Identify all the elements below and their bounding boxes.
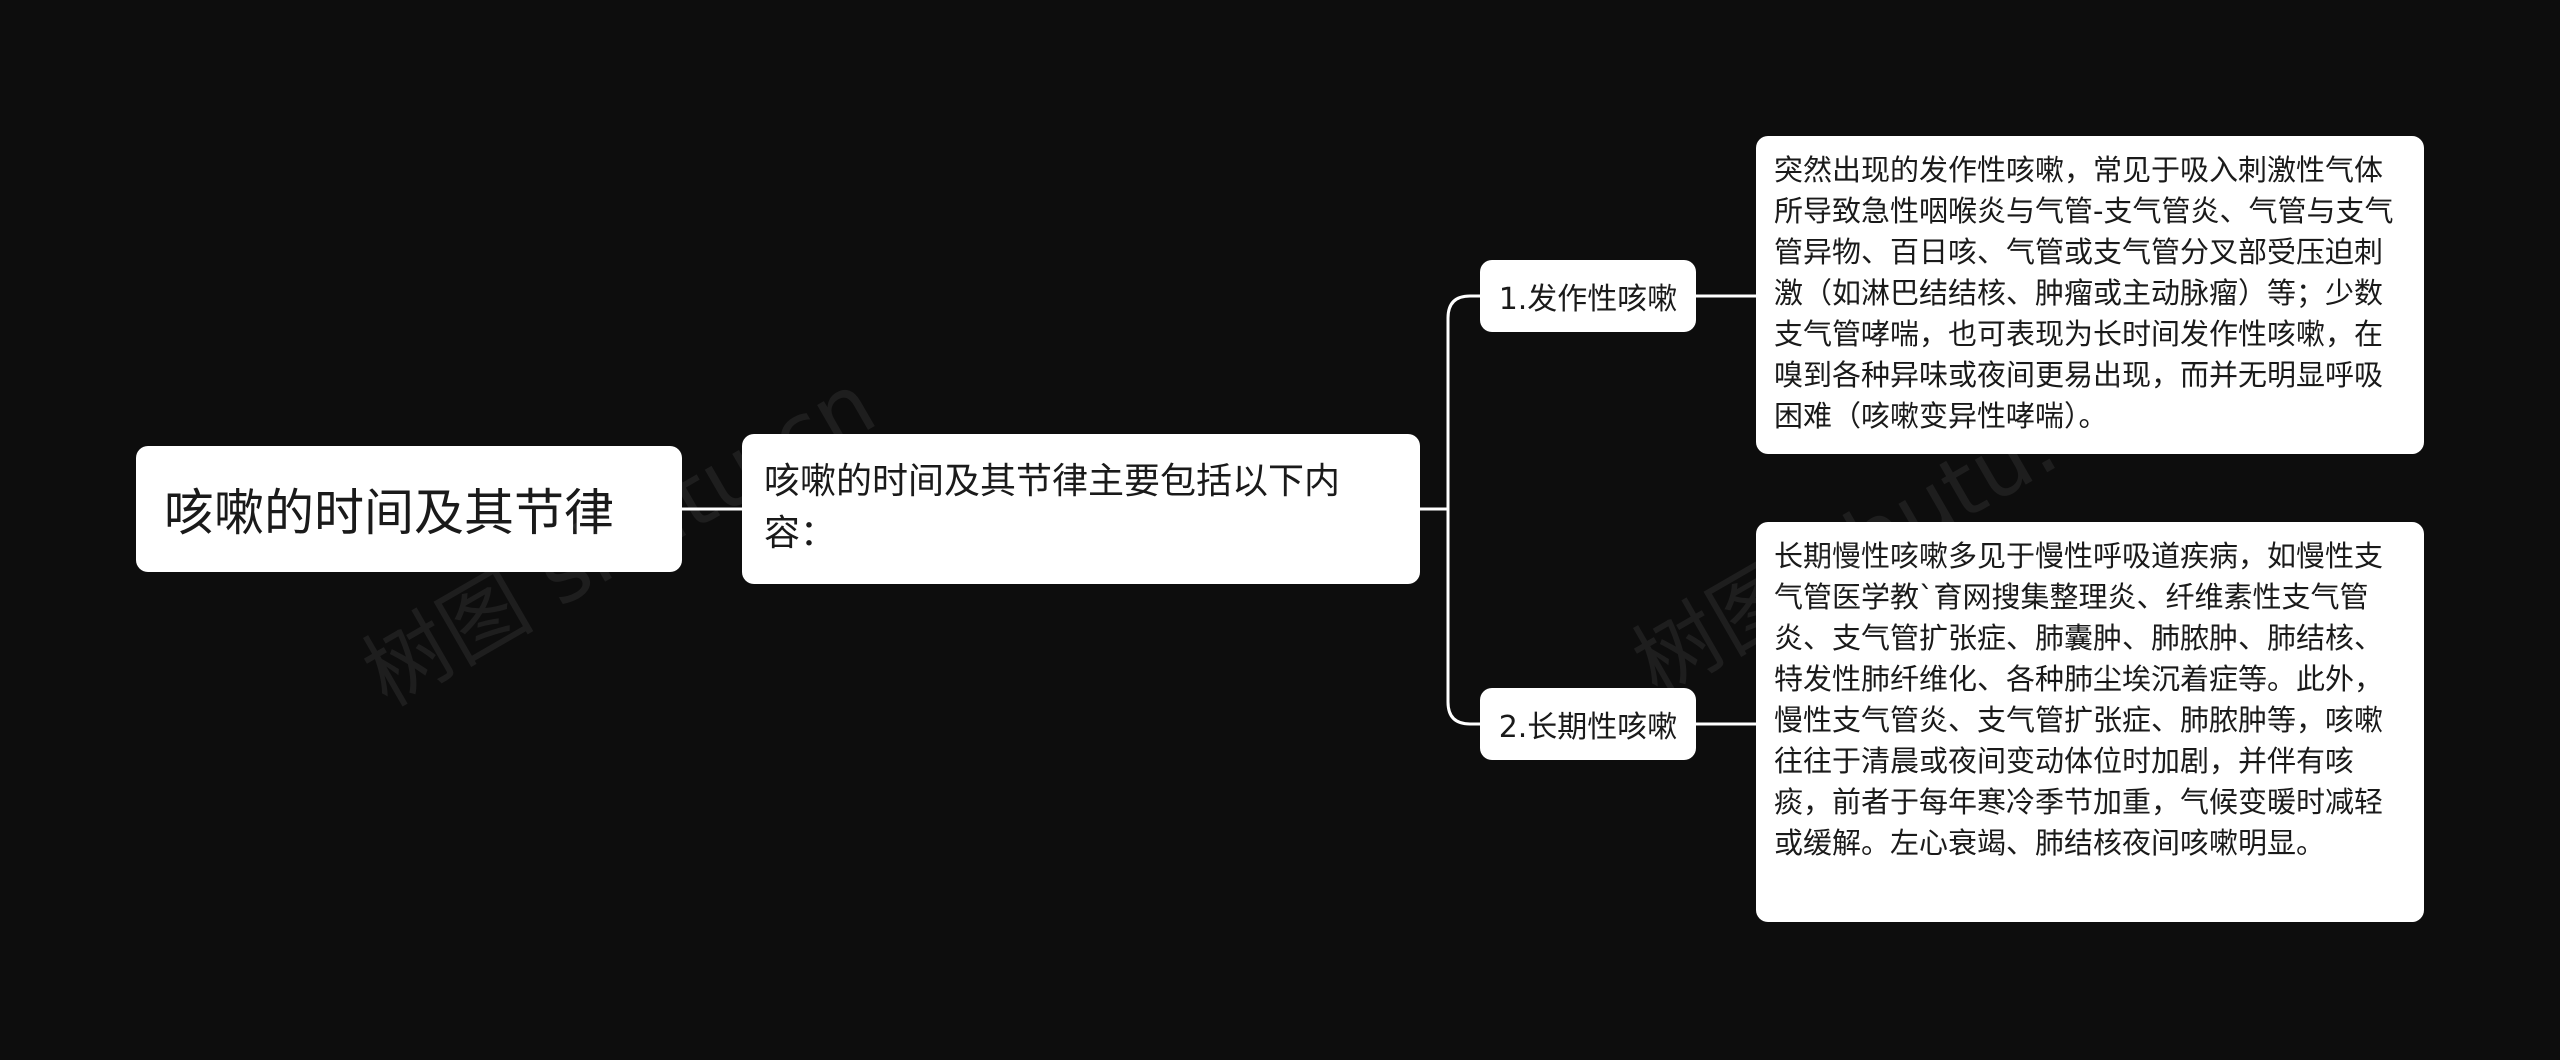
edge-fork-branch-1 [1446,294,1480,509]
detail-node-paroxysmal-cough[interactable]: 突然出现的发作性咳嗽，常见于吸入刺激性气体所导致急性咽喉炎与气管-支气管炎、气管… [1756,136,2424,454]
summary-node-label: 咳嗽的时间及其节律主要包括以下内容： [764,461,1341,554]
edge-fork-branch-2 [1446,509,1480,726]
root-node-label: 咳嗽的时间及其节律 [164,484,614,542]
branch-node-label: 2.长期性咳嗽 [1498,710,1678,745]
branch-node-paroxysmal-cough[interactable]: 1.发作性咳嗽 [1480,260,1696,332]
detail-node-chronic-cough[interactable]: 长期慢性咳嗽多见于慢性呼吸道疾病，如慢性支气管医学教`育网搜集整理炎、纤维素性支… [1756,522,2424,922]
branch-node-label: 1.发作性咳嗽 [1498,282,1678,317]
root-node[interactable]: 咳嗽的时间及其节律 [136,446,682,572]
branch-node-chronic-cough[interactable]: 2.长期性咳嗽 [1480,688,1696,760]
detail-node-text: 长期慢性咳嗽多见于慢性呼吸道疾病，如慢性支气管医学教`育网搜集整理炎、纤维素性支… [1774,539,2384,860]
summary-node[interactable]: 咳嗽的时间及其节律主要包括以下内容： [742,434,1420,584]
detail-node-text: 突然出现的发作性咳嗽，常见于吸入刺激性气体所导致急性咽喉炎与气管-支气管炎、气管… [1774,153,2394,433]
